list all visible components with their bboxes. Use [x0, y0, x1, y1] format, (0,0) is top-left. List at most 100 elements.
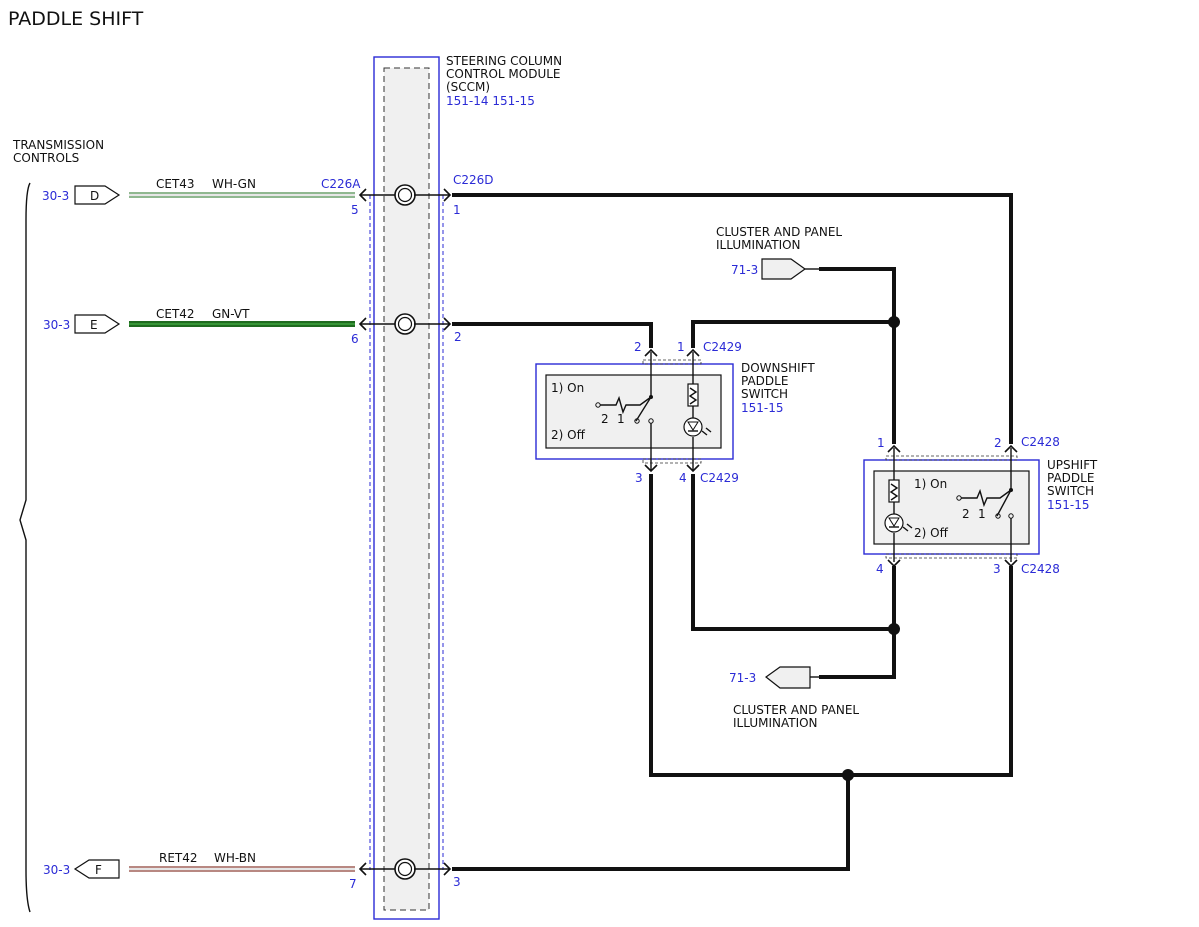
downshift-state-off: 2) Off — [551, 428, 586, 442]
illum-bottom-label-2: ILLUMINATION — [733, 716, 818, 730]
downshift-state-on: 1) On — [551, 381, 584, 395]
downshift-bottom-connector — [642, 458, 702, 464]
illum-bottom-ref[interactable]: 71-3 — [729, 671, 756, 685]
downshift-top-connector — [642, 359, 702, 365]
sccm-body — [383, 67, 430, 911]
upshift-contact-1 — [995, 513, 1001, 519]
upshift-led-rays — [902, 523, 913, 532]
illumination-bottom: 71-3 CLUSTER AND PANEL ILLUMINATION — [729, 666, 859, 730]
downshift-blade — [635, 396, 652, 422]
group-brace — [19, 182, 31, 913]
sccm-label-3: (SCCM) — [446, 80, 490, 94]
downshift-label-1: DOWNSHIFT — [741, 361, 815, 375]
downshift-pin1-arrow — [686, 348, 700, 357]
pin-arrow-3 — [443, 862, 452, 876]
pin-2: 2 — [454, 330, 462, 344]
illum-top-ref[interactable]: 71-3 — [731, 263, 758, 277]
downshift-contact-label-1: 1 — [617, 412, 625, 426]
illum-bottom-label-1: CLUSTER AND PANEL — [733, 703, 859, 717]
upshift-led-icon — [884, 513, 904, 533]
upshift-label-3: SWITCH — [1047, 484, 1094, 498]
upshift-ref[interactable]: 151-15 — [1047, 498, 1090, 512]
transmission-controls-label-2: CONTROLS — [13, 151, 79, 165]
pin-arrow-1 — [443, 188, 452, 202]
wire-pin3-to-splice — [452, 775, 850, 871]
circuit-e-id: CET42 — [156, 307, 195, 321]
circuit-d: 30-3 D CET43 WH-GN 5 1 — [42, 177, 461, 217]
page-ref-d[interactable]: 30-3 — [42, 189, 69, 203]
downshift-bottom-pin-3: 3 — [635, 471, 643, 485]
downshift-top-pin-1: 1 — [677, 340, 685, 354]
pin-arrow-2 — [443, 317, 452, 331]
downshift-pin2-arrow — [644, 348, 658, 357]
downshift-label-3: SWITCH — [741, 387, 788, 401]
upshift-bottom-connector-label[interactable]: C2428 — [1021, 562, 1060, 576]
downshift-switch: 1) On 2) Off 2 1 2 1 C2429 3 — [535, 340, 815, 485]
illum-top-label-1: CLUSTER AND PANEL — [716, 225, 842, 239]
pin-6: 6 — [351, 332, 359, 346]
pass-through-d-inner — [397, 187, 413, 203]
illum-top-label-2: ILLUMINATION — [716, 238, 801, 252]
downshift-switch-arm — [600, 395, 652, 415]
wire-illum-top-to-upshift-1 — [819, 267, 896, 444]
wire-pin2-to-downshift-2 — [452, 322, 653, 348]
upshift-blade — [996, 489, 1012, 517]
upshift-top-pin-1: 1 — [877, 436, 885, 450]
downshift-led-triangle — [687, 421, 699, 431]
upshift-state-on: 1) On — [914, 477, 947, 491]
illum-bottom-tag — [764, 666, 811, 689]
upshift-led-triangle — [888, 517, 900, 527]
upshift-label-1: UPSHIFT — [1047, 458, 1098, 472]
sccm-left-connector[interactable]: C226A — [321, 177, 361, 191]
wire-downshift-4-to-splice — [691, 474, 894, 631]
upshift-resistor-zigzag — [889, 483, 899, 501]
transmission-controls-label: TRANSMISSION — [12, 138, 104, 152]
splice-dot-top — [888, 316, 900, 328]
downshift-contact-1 — [634, 418, 640, 424]
splice-dot-mid — [888, 623, 900, 635]
upshift-bottom-connector — [885, 553, 1018, 559]
circuit-f-id: RET42 — [159, 851, 198, 865]
sccm-label-1: STEERING COLUMN — [446, 54, 562, 68]
circuit-f: 30-3 F RET42 WH-BN 7 3 — [43, 851, 461, 891]
page-title: PADDLE SHIFT — [8, 8, 144, 30]
upshift-top-connector — [885, 455, 1018, 461]
upshift-bottom-pin-4: 4 — [876, 562, 884, 576]
circuit-d-color: WH-GN — [212, 177, 256, 191]
downshift-contact-label-2: 2 — [601, 412, 609, 426]
page-ref-f[interactable]: 30-3 — [43, 863, 70, 877]
upshift-bottom-pin-3: 3 — [993, 562, 1001, 576]
tag-e: E — [90, 318, 98, 332]
circuit-d-id: CET43 — [156, 177, 195, 191]
illum-top-tag — [761, 258, 807, 280]
upshift-label-2: PADDLE — [1047, 471, 1094, 485]
pin-7: 7 — [349, 877, 357, 891]
sccm-outline — [373, 56, 440, 920]
upshift-contact-label-1: 1 — [978, 507, 986, 521]
upshift-body — [873, 470, 1030, 545]
circuit-e: 30-3 E CET42 GN-VT 6 2 — [43, 307, 462, 346]
downshift-top-connector-label[interactable]: C2429 — [703, 340, 742, 354]
splice-dot-bottom — [842, 769, 854, 781]
sccm-right-connector[interactable]: C226D — [453, 173, 494, 187]
illumination-top: CLUSTER AND PANEL ILLUMINATION 71-3 — [716, 225, 842, 280]
pin-1: 1 — [453, 203, 461, 217]
upshift-top-pin-2: 2 — [994, 436, 1002, 450]
wire-pin1-to-upshift-2 — [452, 193, 1013, 444]
downshift-led-icon — [683, 417, 703, 437]
downshift-label-2: PADDLE — [741, 374, 788, 388]
downshift-ref[interactable]: 151-15 — [741, 401, 784, 415]
wire-downshift-1-to-splice — [691, 320, 894, 348]
downshift-led-rays — [701, 427, 712, 436]
upshift-top-connector-label[interactable]: C2428 — [1021, 435, 1060, 449]
downshift-bottom-connector-label[interactable]: C2429 — [700, 471, 739, 485]
upshift-switch-arm — [961, 488, 1012, 508]
sccm-label-2: CONTROL MODULE — [446, 67, 561, 81]
upshift-pin3-arrow — [1004, 559, 1018, 568]
upshift-pin1-arrow — [887, 444, 901, 453]
sccm-refs[interactable]: 151-14 151-15 — [446, 94, 535, 108]
pass-through-f-inner — [397, 861, 413, 877]
page-ref-e[interactable]: 30-3 — [43, 318, 70, 332]
circuit-e-color: GN-VT — [212, 307, 250, 321]
